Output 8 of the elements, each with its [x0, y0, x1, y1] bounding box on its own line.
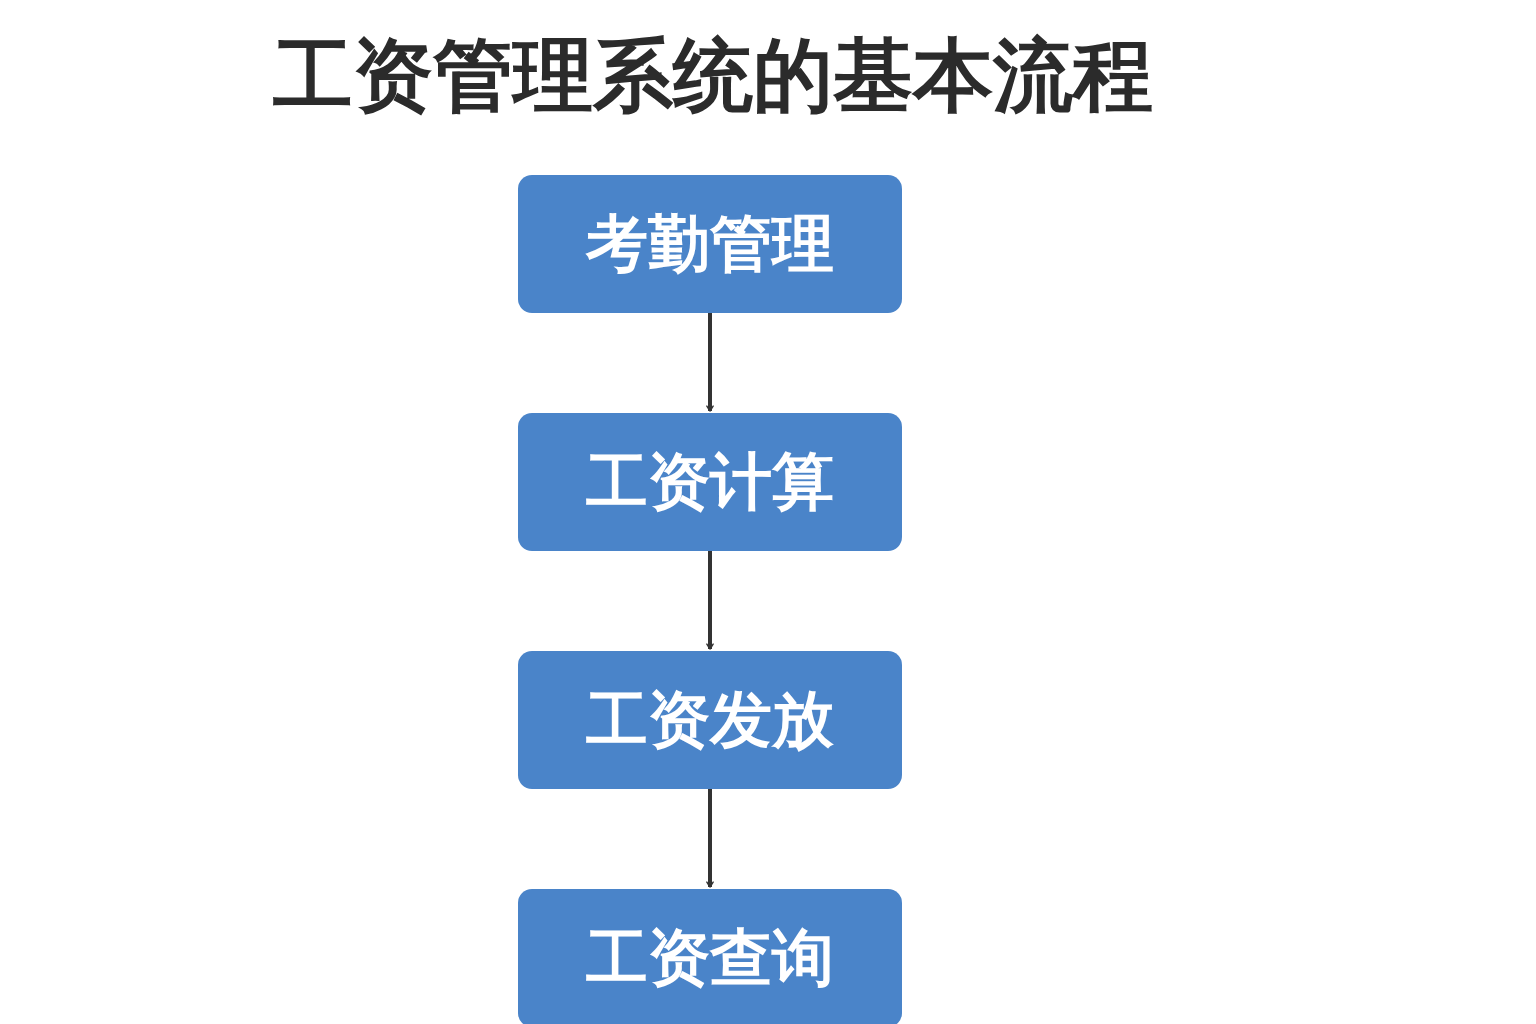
process-box: 考勤管理 [518, 175, 902, 313]
process-box: 工资查询 [518, 889, 902, 1024]
arrow [706, 789, 714, 888]
arrow [706, 313, 714, 412]
title: 工资管理系统的基本流程 [272, 28, 1154, 124]
process-box: 工资计算 [518, 413, 902, 551]
arrow [706, 551, 714, 650]
process-box: 工资发放 [518, 651, 902, 789]
